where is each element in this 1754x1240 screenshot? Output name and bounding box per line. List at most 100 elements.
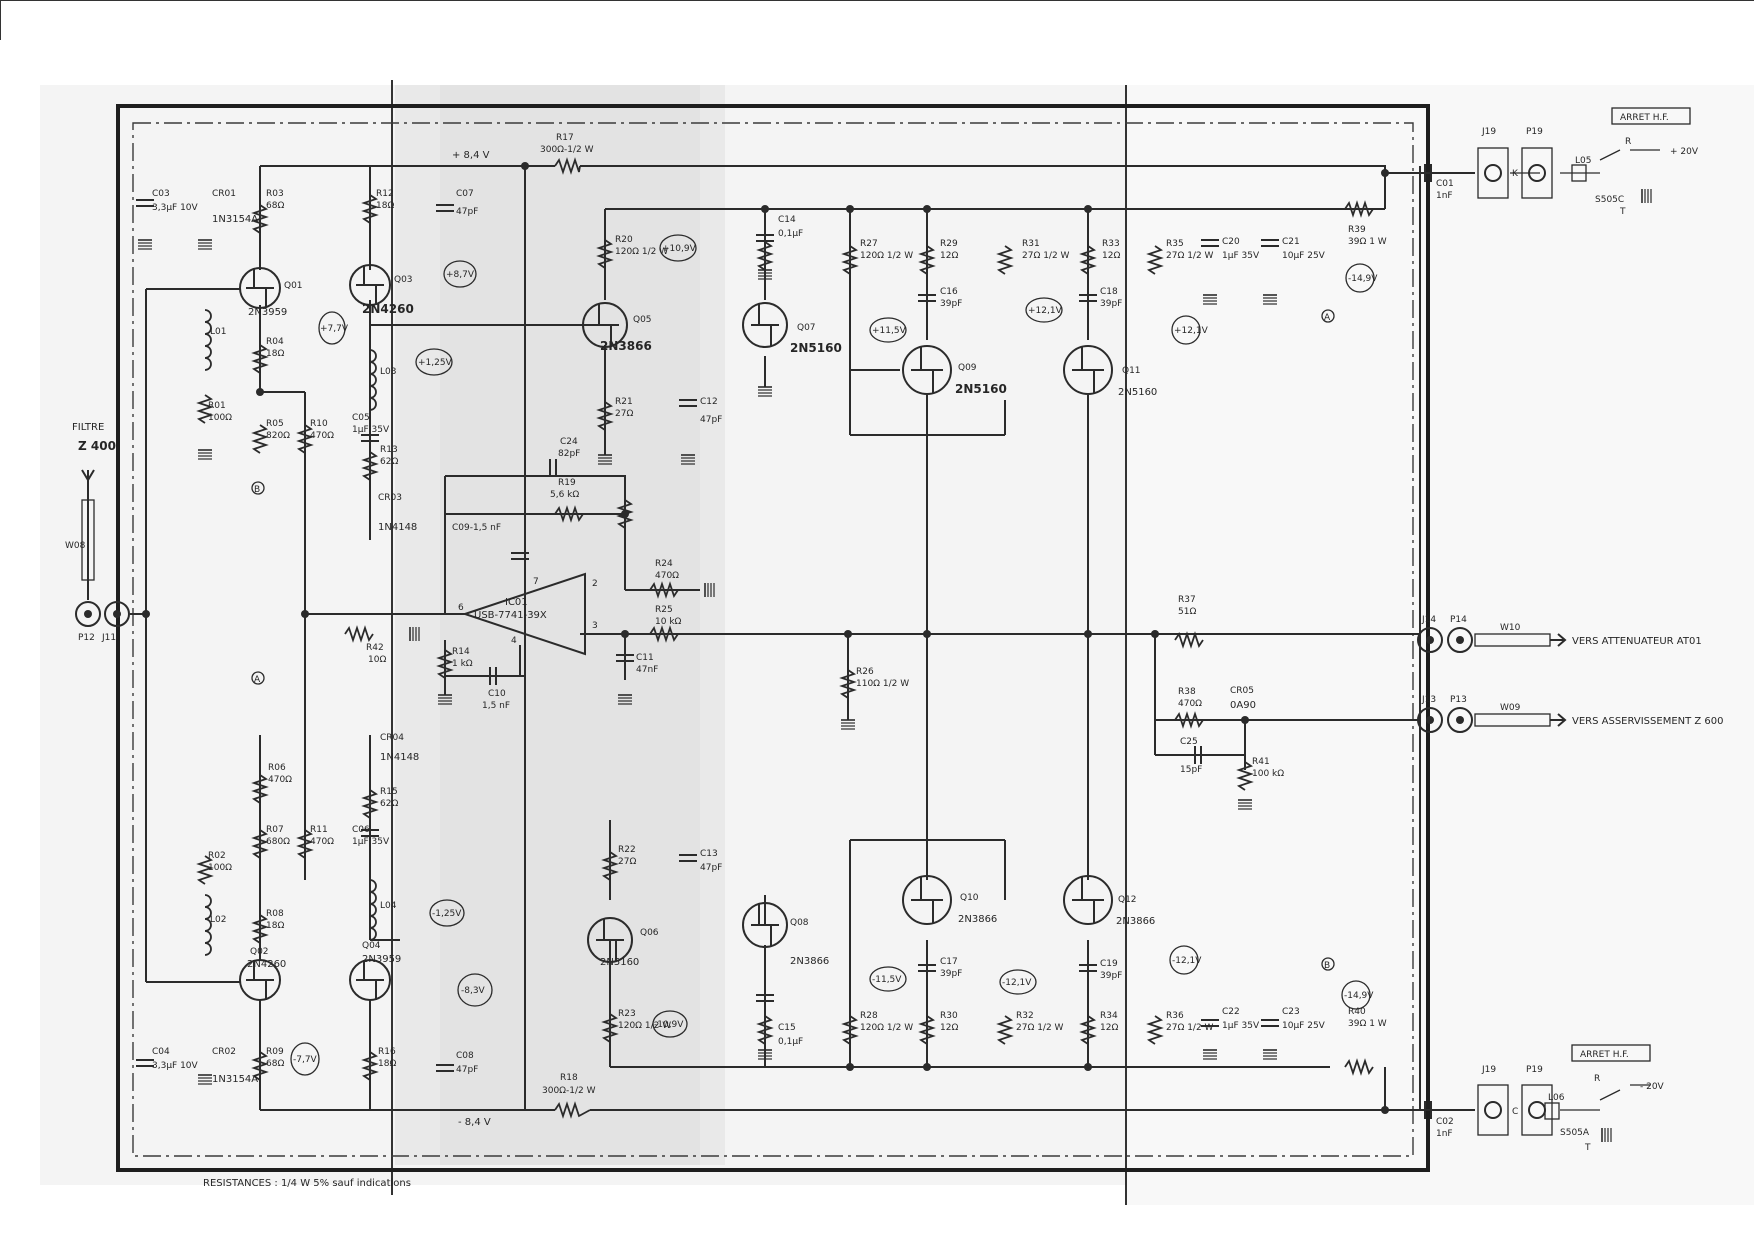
ic-pin-6: 6 [458, 603, 464, 613]
r17-value: 300Ω-1/2 W [540, 145, 594, 155]
l06-ref: L06 [1548, 1093, 1565, 1103]
cr01-ref: CR01 [212, 189, 236, 199]
connector-symbols [75, 147, 1587, 1136]
r29-value: 12Ω [940, 251, 958, 261]
c13-value: 47pF [700, 863, 722, 873]
r40-value: 39Ω 1 W [1348, 1019, 1387, 1029]
c13-ref: C13 [700, 849, 718, 859]
r15-ref: R15 [380, 787, 398, 797]
c25-value: 15pF [1180, 765, 1202, 775]
r28-ref: R28 [860, 1011, 878, 1021]
r24-ref: R24 [655, 559, 673, 569]
ic-pin-7: 7 [533, 577, 539, 587]
voltage-q09: +12,1V [1028, 306, 1063, 316]
q02-part: 2N4260 [247, 959, 286, 970]
r09-ref: R09 [266, 1047, 284, 1057]
r42-ref: R42 [366, 643, 384, 653]
arret-box-top [1611, 107, 1691, 125]
r31-ref: R31 [1022, 239, 1040, 249]
r41-value: 100 kΩ [1252, 769, 1284, 779]
q03-ref: Q03 [394, 275, 413, 285]
r38-value: 470Ω [1178, 699, 1202, 709]
cr03-ref: CR03 [378, 493, 402, 503]
l01-ref: L01 [210, 327, 226, 337]
l05-ref: L05 [1575, 156, 1591, 166]
r12-ref: R12 [376, 189, 394, 199]
q02-ref: Q02 [250, 947, 269, 957]
voltage-q06: -10,9V [654, 1020, 684, 1030]
testpoint-a-right: A [1324, 313, 1331, 323]
r01-ref: R01 [208, 401, 226, 411]
r18-value: 300Ω-1/2 W [542, 1086, 596, 1096]
q07-part: 2N5160 [790, 341, 842, 355]
r34-ref: R34 [1100, 1011, 1118, 1021]
rail-positive: + 8,4 V [452, 150, 490, 161]
cr02-part: 1N3154A [212, 1074, 258, 1085]
r05-ref: R05 [266, 419, 284, 429]
q09-ref: Q09 [958, 363, 977, 373]
c-ref: C [1512, 1107, 1518, 1117]
r01-value: 100Ω [208, 413, 232, 423]
connector-labels: J11 P12 W08 J14 P14 W10 J13 P13 W09 J19 … [65, 127, 1631, 1153]
r32-ref: R32 [1016, 1011, 1034, 1021]
c11-ref: C11 [636, 653, 654, 663]
r05-value: 820Ω [266, 431, 290, 441]
r13-ref: R13 [380, 445, 398, 455]
r23-value: 120Ω 1/2 W [618, 1021, 671, 1031]
r14-ref: R14 [452, 647, 470, 657]
r06-value: 470Ω [268, 775, 292, 785]
r34-value: 12Ω [1100, 1023, 1118, 1033]
p12-ref: P12 [78, 633, 95, 643]
cr03-part: 1N4148 [378, 522, 417, 533]
q12-ref: Q12 [1118, 895, 1137, 905]
r02-value: 100Ω [208, 863, 232, 873]
r-bottom-ref: R [1594, 1074, 1600, 1084]
voltage-q01: +7,7V [320, 324, 349, 334]
shield-border [132, 122, 1414, 1157]
q06-ref: Q06 [640, 928, 659, 938]
r38-ref: R38 [1178, 687, 1196, 697]
j19-bottom-ref: J19 [1481, 1065, 1496, 1075]
ic-ref: IC01 [505, 597, 528, 608]
arret-label-top: ARRET H.F. [1620, 113, 1669, 123]
r08-value: 18Ω [266, 921, 284, 931]
c22-value: 1µF 35V [1222, 1021, 1260, 1031]
filter-id: Z 400 [78, 439, 116, 453]
cr05-part: 0A90 [1230, 700, 1256, 711]
c02-ref: C02 [1436, 1117, 1454, 1127]
r24-value: 470Ω [655, 571, 679, 581]
r16-value: 18Ω [378, 1059, 396, 1069]
c10-value: 1,5 nF [482, 701, 510, 711]
voltage-l03: +1,25V [418, 358, 453, 368]
r28-value: 120Ω 1/2 W [860, 1023, 913, 1033]
q11-ref: Q11 [1122, 366, 1141, 376]
r21-ref: R21 [615, 397, 633, 407]
ic-pin-2: 2 [592, 579, 598, 589]
r04-value: 18Ω [266, 349, 284, 359]
r03-value: 68Ω [266, 201, 284, 211]
testpoint-a-left: A [254, 675, 261, 685]
voltage-b-bottom: -14,9V [1344, 991, 1374, 1001]
resistor-labels: R01 100Ω R02 100Ω R03 68Ω R04 18Ω R05 82… [208, 133, 1387, 1096]
j14-ref: J14 [1421, 615, 1436, 625]
r33-value: 12Ω [1102, 251, 1120, 261]
c23-ref: C23 [1282, 1007, 1300, 1017]
q09-part: 2N5160 [955, 382, 1007, 396]
t-bottom-ref: T [1584, 1143, 1591, 1153]
q11-part: 2N5160 [1118, 387, 1157, 398]
c05-value: 1µF 35V [352, 425, 390, 435]
c14-ref: C14 [778, 215, 796, 225]
l04-ref: L04 [380, 901, 397, 911]
r33-ref: R33 [1102, 239, 1120, 249]
l02-ref: L02 [210, 915, 226, 925]
r09-value: 68Ω [266, 1059, 284, 1069]
r31-value: 27Ω 1/2 W [1022, 251, 1070, 261]
ic-pin-3: 3 [592, 621, 598, 631]
r30-value: 12Ω [940, 1023, 958, 1033]
c21-value: 10µF 25V [1282, 251, 1326, 261]
q04-part: 2N3959 [362, 954, 401, 965]
c01-ref: C01 [1436, 179, 1454, 189]
q01-ref: Q01 [284, 281, 303, 291]
r30-ref: R30 [940, 1011, 958, 1021]
voltage-a-top: -14,9V [1348, 274, 1378, 284]
